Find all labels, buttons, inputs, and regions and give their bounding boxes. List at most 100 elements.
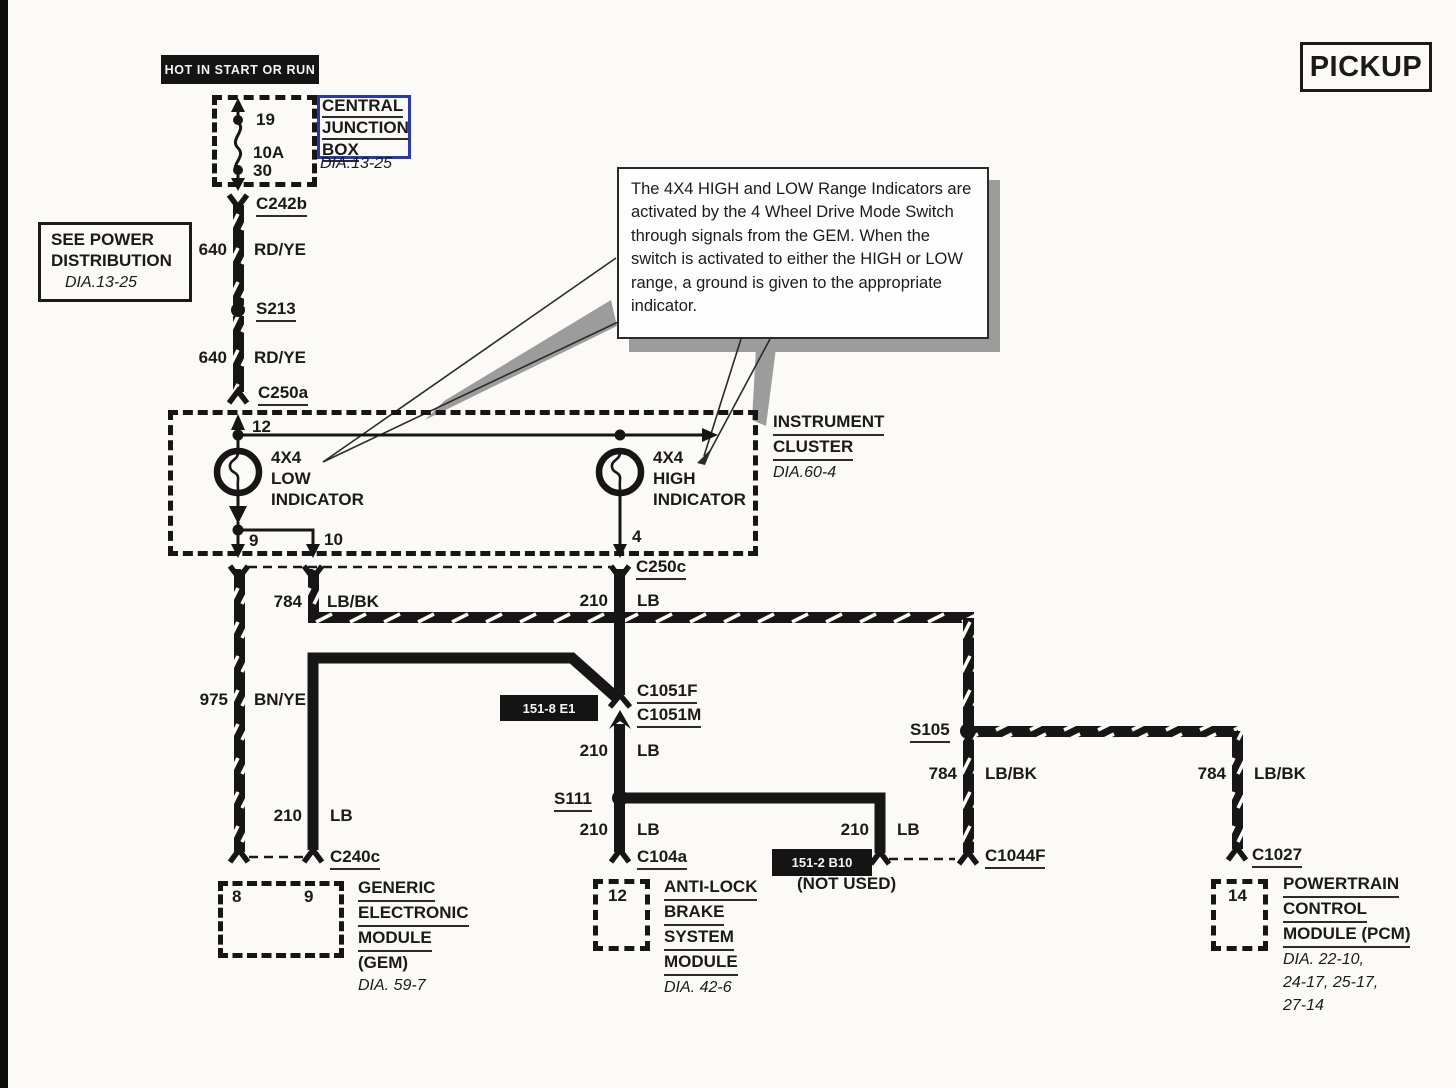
gem-box (218, 881, 344, 958)
fuse-node-top (233, 115, 243, 125)
callout-shadow-right (986, 180, 1000, 352)
wire-784b-color: LB/BK (985, 764, 1037, 783)
pin10-branch (238, 528, 315, 548)
wire-210e-color: LB (897, 820, 920, 839)
c1051m-terminal (609, 710, 631, 729)
abs-box (593, 879, 650, 951)
wire-975-gauge: 975 (199, 690, 228, 709)
abs-pin-12: 12 (608, 886, 627, 905)
cluster-pin-4: 4 (632, 527, 642, 546)
wire-784-lbbk-run (308, 612, 974, 623)
see-power-line2: DISTRIBUTION (51, 251, 172, 270)
fuse-arrow-up (231, 98, 245, 112)
instrument-cluster-label: INSTRUMENT CLUSTER DIA.60-4 (773, 412, 885, 481)
fork-c240c-9 (301, 845, 325, 864)
fork-c1044f (956, 847, 980, 866)
wire-784-lbbk-run-right (974, 726, 1238, 737)
wire-210-lb-s111-branch (625, 792, 886, 853)
abs-dia-ref: DIA. 42-6 (664, 979, 732, 996)
connector-c250c: C250c (636, 557, 687, 580)
fork-c240c-8 (227, 845, 251, 864)
wire-210e-gauge: 210 (840, 820, 869, 839)
callout-note: The 4X4 HIGH and LOW Range Indicators ar… (617, 167, 989, 339)
connector-c1051f: C1051F (637, 681, 698, 704)
pcm-box (1211, 879, 1268, 951)
cluster-pin-9: 9 (249, 531, 259, 550)
fork-branch-end (868, 847, 892, 866)
instrument-cluster-box (168, 410, 758, 556)
bulb-high-filament (610, 452, 622, 492)
connector-c242b: C242b (256, 194, 308, 217)
splice-s213-dot (231, 303, 245, 317)
fork-c242b (226, 193, 250, 212)
c1051f-terminal (607, 690, 633, 709)
pcm-dia-ref-3: 27-14 (1283, 997, 1324, 1014)
wire-210b-gauge: 210 (579, 741, 608, 760)
central-junction-box-highlight (317, 95, 411, 159)
connector-c1044f: C1044F (985, 846, 1046, 869)
scan-edge-artifact (0, 0, 8, 1088)
wire-210-lb-lower (614, 724, 625, 852)
wire-784-lbbk-drop (308, 569, 319, 617)
wire-784-lbbk-to-c1027 (1232, 731, 1243, 849)
connector-c240c: C240c (330, 847, 381, 870)
callout-pointer-shadow-right (752, 348, 776, 426)
not-used-label: (NOT USED) (797, 874, 897, 893)
connector-forks (226, 193, 1249, 866)
wire-210c-color: LB (637, 820, 660, 839)
wire-640-rdye-lower (233, 316, 244, 392)
splice-s105-dot (960, 723, 976, 739)
cluster-pin-12: 12 (252, 417, 271, 436)
fuse-node-bottom (233, 165, 243, 175)
wire-640a-gauge: 640 (198, 240, 227, 259)
wire-640-rdye-upper (233, 205, 244, 305)
low-diode-arrow (229, 506, 247, 524)
cluster-dia-ref: DIA.60-4 (773, 464, 837, 481)
pcm-dia-ref-1: DIA. 22-10, (1283, 951, 1364, 968)
pcm-label: POWERTRAIN CONTROL MODULE (PCM) DIA. 22-… (1283, 874, 1411, 1014)
splice-s213: S213 (256, 299, 296, 322)
see-power-line1: SEE POWER (51, 230, 154, 249)
fuse-box (212, 95, 317, 187)
wire-975-color: BN/YE (254, 690, 306, 709)
fuse-pin-30: 30 (253, 161, 272, 180)
wire-784-lbbk-to-s105 (963, 618, 974, 728)
splice-s105: S105 (910, 720, 950, 743)
wire-784-lbbk-to-c1044f (963, 736, 974, 853)
wire-210-lb-upper (614, 569, 625, 695)
low-indicator-label: 4X4 LOW INDICATOR (271, 448, 364, 509)
fuse-pin-19: 19 (256, 110, 275, 129)
cjb-dia-ref: DIA.13-25 (320, 155, 393, 172)
wire-784a-gauge: 784 (273, 592, 302, 611)
junction-high (614, 429, 626, 441)
wire-210d-gauge: 210 (273, 806, 302, 825)
gem-pin-8: 8 (232, 887, 242, 906)
fork-c250a (226, 386, 250, 405)
junction-low (232, 429, 244, 441)
wire-210b-color: LB (637, 741, 660, 760)
wire-210a-gauge: 210 (579, 591, 608, 610)
wire-210d-color: LB (330, 806, 353, 825)
fork-c250c-9 (227, 564, 251, 583)
fork-c250c-4 (608, 564, 632, 583)
fork-c104a (608, 845, 632, 864)
wire-975-bnye (234, 569, 245, 852)
fork-c1027 (1225, 843, 1249, 862)
see-power-dia: DIA.13-25 (65, 274, 138, 291)
wire-784c-color: LB/BK (1254, 764, 1306, 783)
connector-c104a: C104a (637, 847, 688, 870)
wire-784a-color: LB/BK (327, 592, 379, 611)
bulb-low-filament (228, 452, 240, 492)
pcm-dia-ref-2: 24-17, 25-17, (1283, 974, 1379, 991)
gem-pin-9: 9 (304, 887, 314, 906)
callout-pointer-shadow-left (425, 300, 617, 420)
wire-210a-color: LB (637, 591, 660, 610)
fork-c250c-10 (301, 564, 325, 583)
connector-dash-lines (248, 565, 955, 861)
hot-in-start-or-run-tag: HOT IN START OR RUN (161, 55, 319, 84)
connector-c1051m: C1051M (637, 705, 702, 728)
wire-784b-gauge: 784 (928, 764, 957, 783)
see-power-distribution-box: SEE POWER DISTRIBUTION DIA.13-25 (38, 222, 192, 302)
callout-pointer-arrow (697, 448, 712, 465)
